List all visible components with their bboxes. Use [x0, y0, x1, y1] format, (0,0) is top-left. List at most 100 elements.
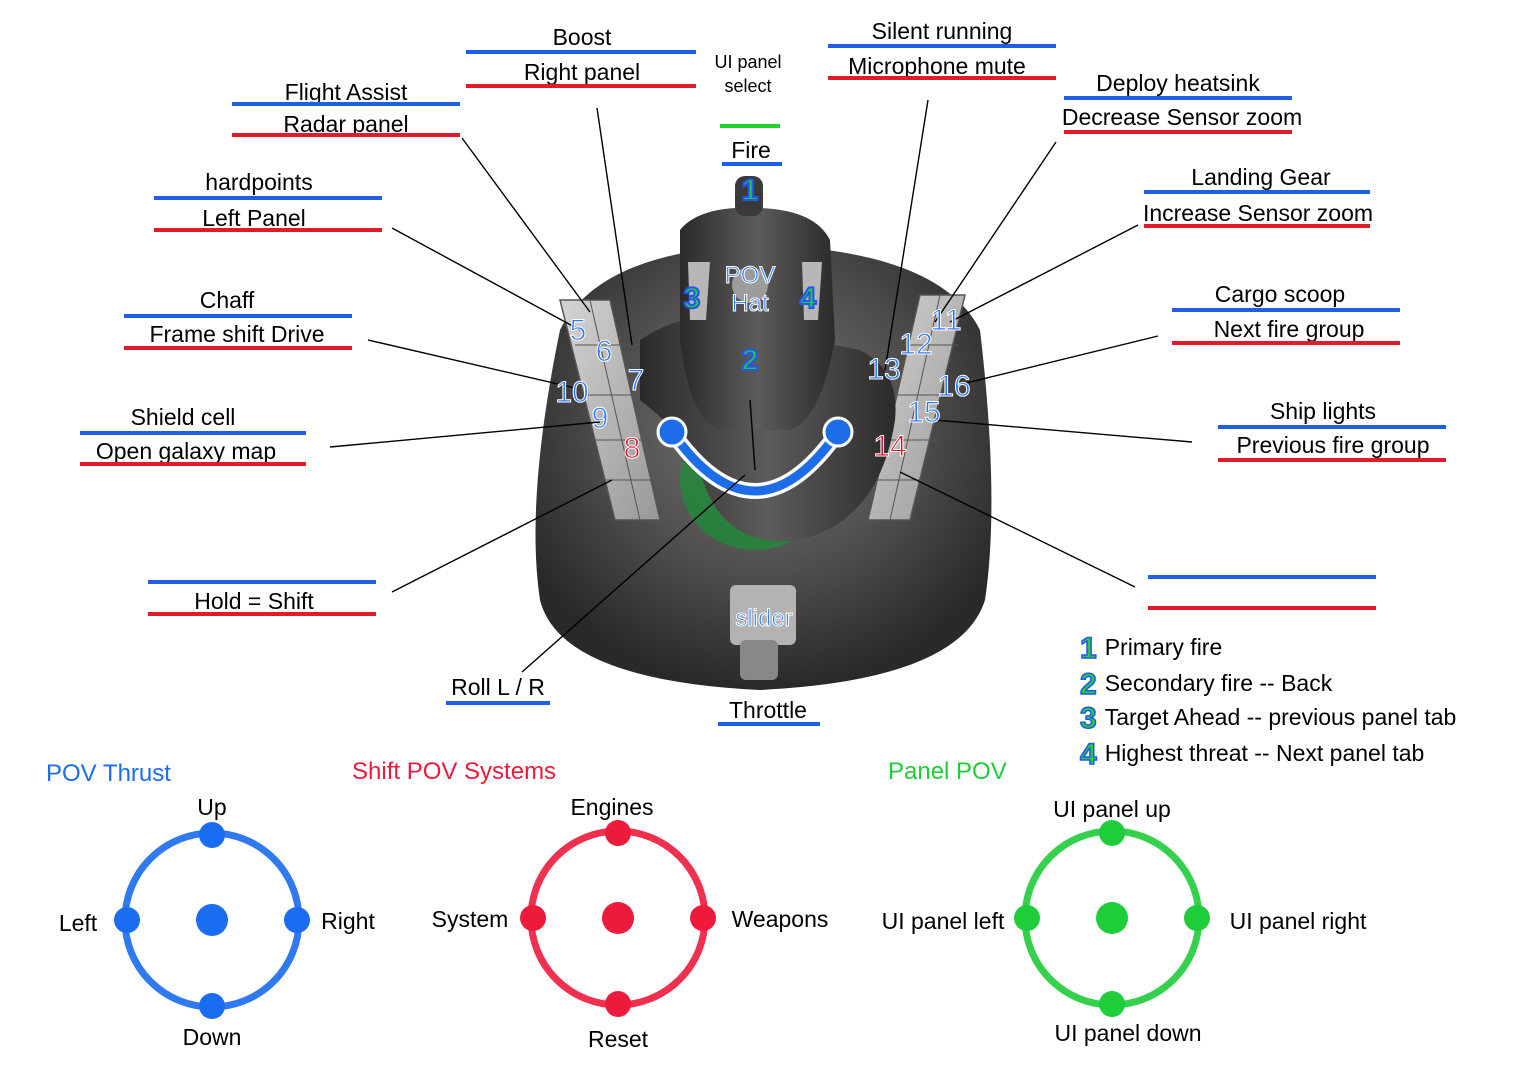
button-1-marker: 1: [741, 174, 760, 207]
bar-primary: [1218, 425, 1446, 429]
button-9-marker: 9: [591, 402, 609, 435]
label-right-panel: Right panel: [523, 59, 641, 85]
label-chaff: Chaff: [199, 287, 255, 313]
label-frame-shift-drive: Frame shift Drive: [149, 321, 325, 347]
label-ship-lights: Ship lights: [1269, 398, 1377, 424]
slider: [730, 585, 796, 645]
pov-panel-left: UI panel left: [881, 908, 1005, 934]
bar-primary: [466, 50, 696, 54]
pov-systems-up: Engines: [570, 794, 654, 820]
button-2-marker: 2: [741, 344, 760, 377]
button-8-marker: 8: [623, 432, 641, 465]
label-deploy-heatsink: Deploy heatsink: [1096, 70, 1260, 96]
label-landing-gear: Landing Gear: [1191, 164, 1331, 190]
bar-shift: [232, 133, 460, 137]
button-4-marker: 4: [799, 282, 818, 315]
leader-lines: [329, 99, 1193, 673]
button-14-marker: 14: [873, 430, 907, 463]
pov-thrust-title: POV Thrust: [46, 760, 171, 787]
bar-primary: [80, 431, 306, 435]
label-radar-panel: Radar panel: [283, 111, 409, 137]
bar-primary: [148, 580, 376, 584]
pov-systems-down: Reset: [587, 1026, 649, 1052]
label-ui-panel-select: UI panel select: [714, 52, 782, 96]
button-5-marker: 5: [569, 314, 587, 347]
label-pov-hat: POV Hat: [724, 262, 776, 318]
button-6-marker: 6: [595, 335, 613, 368]
pov-thrust-diagram: [114, 822, 310, 1019]
pov-panel-down: UI panel down: [1054, 1020, 1202, 1046]
bar-primary: [1144, 190, 1370, 194]
bar-primary: [718, 722, 820, 726]
pov-thrust-down: Down: [182, 1024, 242, 1050]
label-microphone-mute: Microphone mute: [848, 53, 1026, 79]
button-16-marker: 16: [937, 370, 971, 403]
bar-panel: [720, 124, 780, 128]
button-7-marker: 7: [627, 364, 645, 397]
bar-shift: [124, 346, 352, 350]
bar-shift: [1064, 130, 1292, 134]
button-11-marker: 11: [930, 304, 962, 337]
label-shield-cell: Shield cell: [130, 404, 236, 430]
pov-systems-right: Weapons: [731, 906, 829, 932]
button-12-marker: 12: [899, 328, 933, 361]
bar-primary: [1064, 96, 1292, 100]
pov-thrust-right: Right: [321, 908, 375, 934]
bar-shift: [828, 76, 1056, 80]
pov-thrust-left: Left: [58, 910, 98, 936]
button-3-marker: 3: [683, 282, 702, 315]
bar-primary-empty: [1148, 575, 1376, 579]
label-roll: Roll L / R: [451, 674, 545, 700]
right-button-panel: [867, 294, 966, 521]
pov-thrust-up: Up: [197, 794, 227, 820]
label-fire: Fire: [731, 137, 771, 163]
label-hold-shift: Hold = Shift: [194, 588, 314, 614]
bar-primary: [124, 314, 352, 318]
pov-panel-right: UI panel right: [1229, 908, 1367, 934]
pov-systems-title: Shift POV Systems: [352, 758, 557, 785]
label-next-fire-group: Next fire group: [1213, 316, 1365, 342]
pov-systems-left: System: [431, 906, 509, 932]
label-slider: slider: [735, 605, 793, 633]
label-throttle: Throttle: [729, 697, 807, 723]
pov-panel-title: Panel POV: [888, 758, 1007, 785]
bar-shift: [1144, 224, 1370, 228]
bar-primary: [154, 196, 382, 200]
bar-shift: [154, 228, 382, 232]
label-left-panel: Left Panel: [202, 205, 306, 231]
label-cargo-scoop: Cargo scoop: [1214, 281, 1346, 307]
button-13-marker: 13: [867, 353, 901, 386]
bar-primary: [1172, 308, 1400, 312]
label-increase-sensor-zoom: Increase Sensor zoom: [1142, 200, 1374, 226]
bar-shift: [1218, 458, 1446, 462]
stick-head: [680, 207, 835, 430]
bar-shift: [466, 84, 696, 88]
bar-primary: [828, 44, 1056, 48]
bar-primary: [232, 102, 460, 106]
label-previous-fire-group: Previous fire group: [1236, 432, 1430, 458]
label-flight-assist: Flight Assist: [284, 79, 408, 105]
label-boost: Boost: [552, 24, 612, 50]
left-button-panel: [559, 299, 661, 521]
button-15-marker: 15: [907, 396, 941, 429]
label-decrease-sensor-zoom: Decrease Sensor zoom: [1061, 104, 1303, 130]
pov-panel-up: UI panel up: [1053, 796, 1171, 822]
bar-shift: [80, 462, 306, 466]
label-hardpoints: hardpoints: [205, 169, 313, 195]
pov-systems-diagram: [520, 820, 716, 1017]
button-10-marker: 10: [555, 376, 589, 409]
label-open-galaxy-map: Open galaxy map: [95, 438, 277, 464]
bar-primary: [722, 162, 782, 166]
pov-panel-diagram: [1014, 820, 1210, 1017]
bar-primary: [446, 701, 550, 705]
label-silent-running: Silent running: [871, 18, 1013, 44]
bar-shift: [1172, 341, 1400, 345]
bar-shift-empty: [1148, 606, 1376, 610]
bar-shift: [148, 612, 376, 616]
trigger: [735, 176, 763, 216]
